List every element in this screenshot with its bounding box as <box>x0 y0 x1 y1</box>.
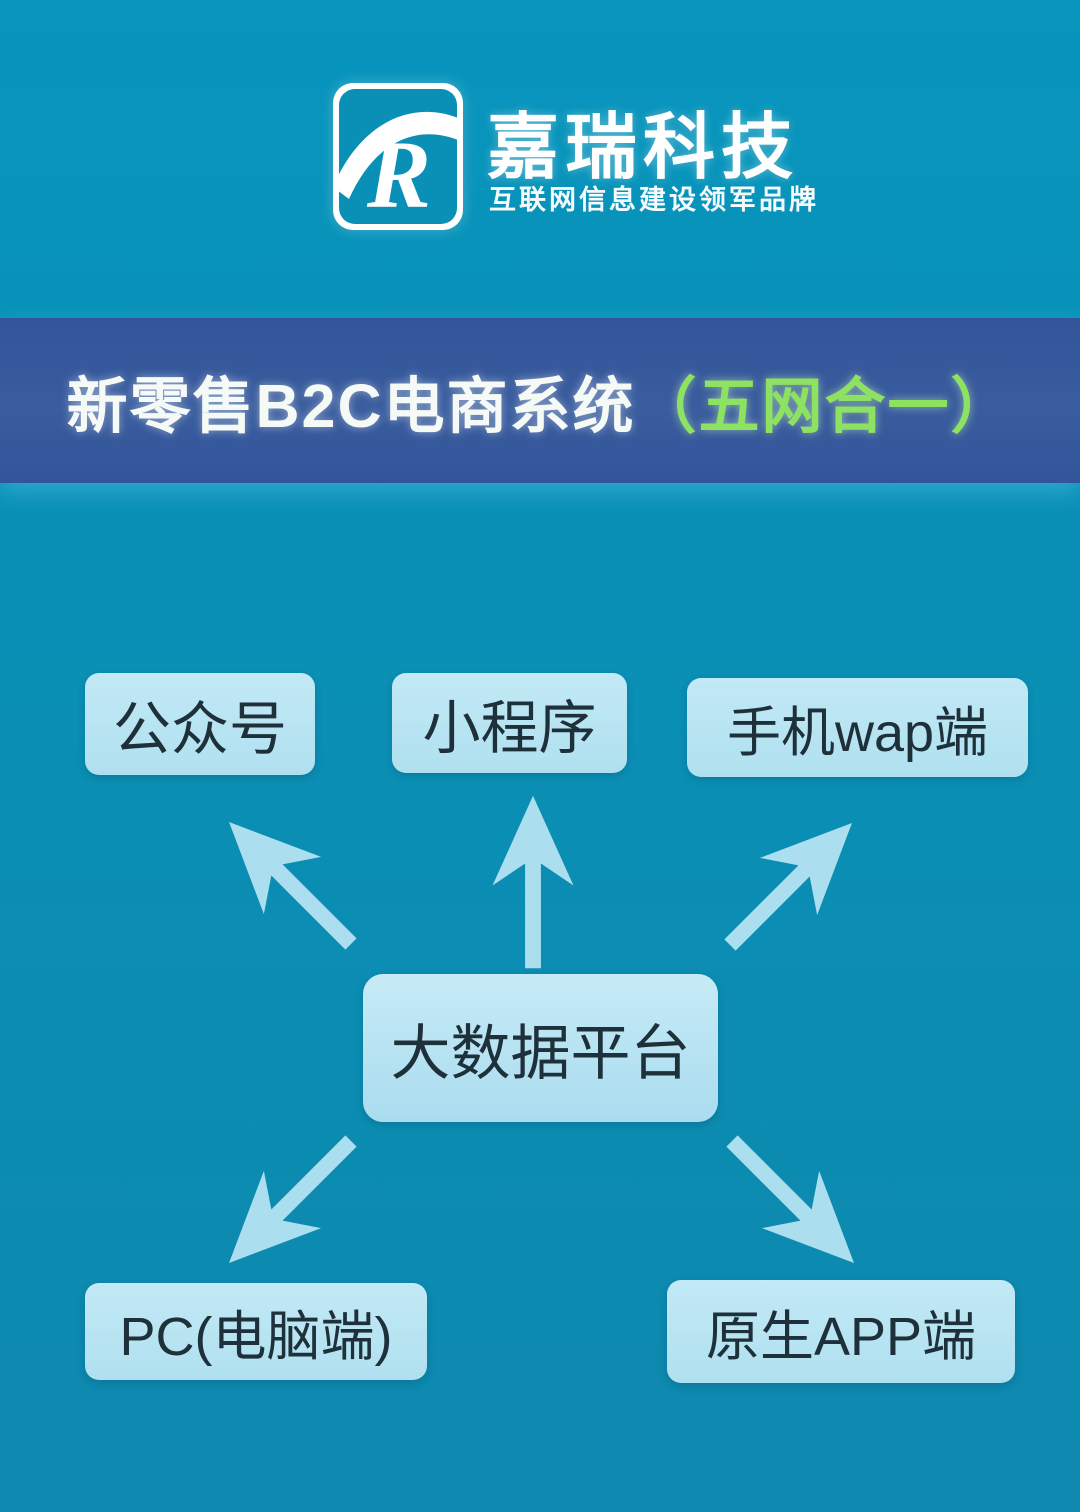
brand-name: 嘉瑞科技 <box>487 108 800 188</box>
brand-logo: R <box>333 83 463 230</box>
title-banner: 新零售B2C电商系统（五网合一） <box>0 318 1080 483</box>
arrow-up-icon <box>489 791 577 973</box>
brand-tagline: 互联网信息建设领军品牌 <box>489 185 819 215</box>
node-public-account: 公众号 <box>85 673 315 775</box>
page-title: 新零售B2C电商系统（五网合一） <box>66 356 1013 445</box>
node-native-app: 原生APP端 <box>667 1280 1015 1383</box>
brand-logo-mark: R <box>333 89 463 228</box>
arrow-down-left-icon <box>195 1107 386 1298</box>
arrow-down-right-icon <box>698 1107 889 1298</box>
page-title-main: 新零售B2C电商系统 <box>66 372 636 440</box>
logo-letter: R <box>366 121 431 228</box>
arrow-up-right-icon <box>696 789 887 980</box>
page-title-highlight: （五网合一） <box>635 372 1014 440</box>
node-big-data-platform: 大数据平台 <box>363 974 718 1122</box>
arrow-up-left-icon <box>195 788 386 979</box>
node-mini-program: 小程序 <box>392 673 627 773</box>
node-mobile-wap: 手机wap端 <box>687 678 1028 777</box>
node-pc-client: PC(电脑端) <box>85 1283 427 1380</box>
